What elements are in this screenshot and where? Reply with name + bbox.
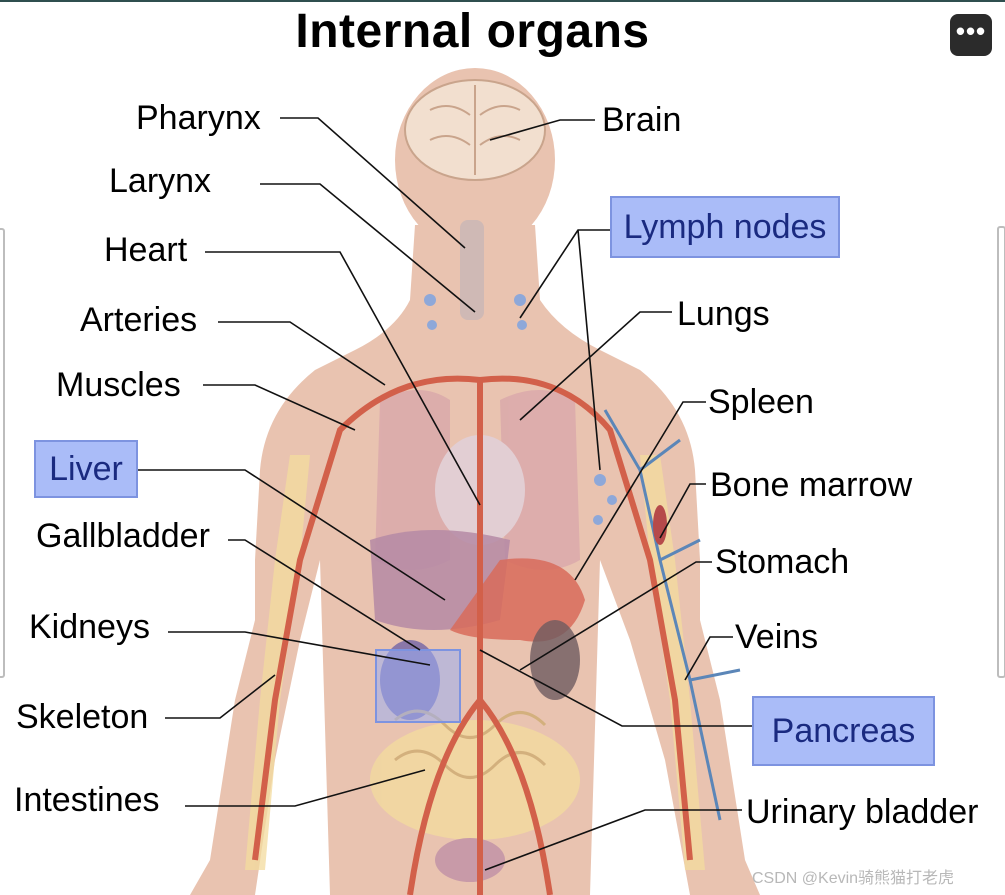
trachea-shape [460,220,484,320]
leader-lines [138,117,752,871]
left-scroll-edge [0,228,5,678]
skeleton-shape [245,455,705,870]
label-brain: Brain [602,101,682,139]
label-stomach: Stomach [715,543,850,581]
label-bone-marrow: Bone marrow [710,466,913,504]
label-spleen: Spleen [708,383,814,421]
label-pancreas: Pancreas [771,712,916,750]
label-intestines: Intestines [14,781,160,819]
liver-highlight: Liver [34,440,138,498]
label-skeleton: Skeleton [16,698,149,736]
label-kidneys: Kidneys [29,608,150,646]
more-icon: ••• [955,16,987,46]
label-pharynx: Pharynx [136,99,261,137]
lungs-shape [375,390,580,570]
label-urinary-bladder: Urinary bladder [746,793,979,831]
pancreas-highlight: Pancreas [752,696,935,766]
more-options-button[interactable]: ••• [950,14,992,56]
top-border [0,0,1005,2]
label-gallbladder: Gallbladder [36,517,210,555]
label-muscles: Muscles [56,366,181,404]
watermark: CSDN @Kevin骑熊猫打老虎 [752,870,955,887]
label-lungs: Lungs [677,295,770,333]
diagram-title: Internal organs [295,5,650,58]
label-arteries: Arteries [80,301,198,339]
brain-shape [404,79,546,181]
label-larynx: Larynx [109,162,212,200]
label-veins: Veins [735,618,819,656]
arteries-shape [252,375,693,895]
bladder-shape [435,838,505,882]
label-lymph-nodes: Lymph nodes [623,208,827,246]
lymph-nodes-shape [424,294,617,525]
label-liver: Liver [49,450,123,488]
label-heart: Heart [104,231,188,269]
kidneys-highlight-box [375,649,461,723]
bone-marrow-shape [653,505,667,545]
lymph-nodes-highlight: Lymph nodes [610,196,840,258]
